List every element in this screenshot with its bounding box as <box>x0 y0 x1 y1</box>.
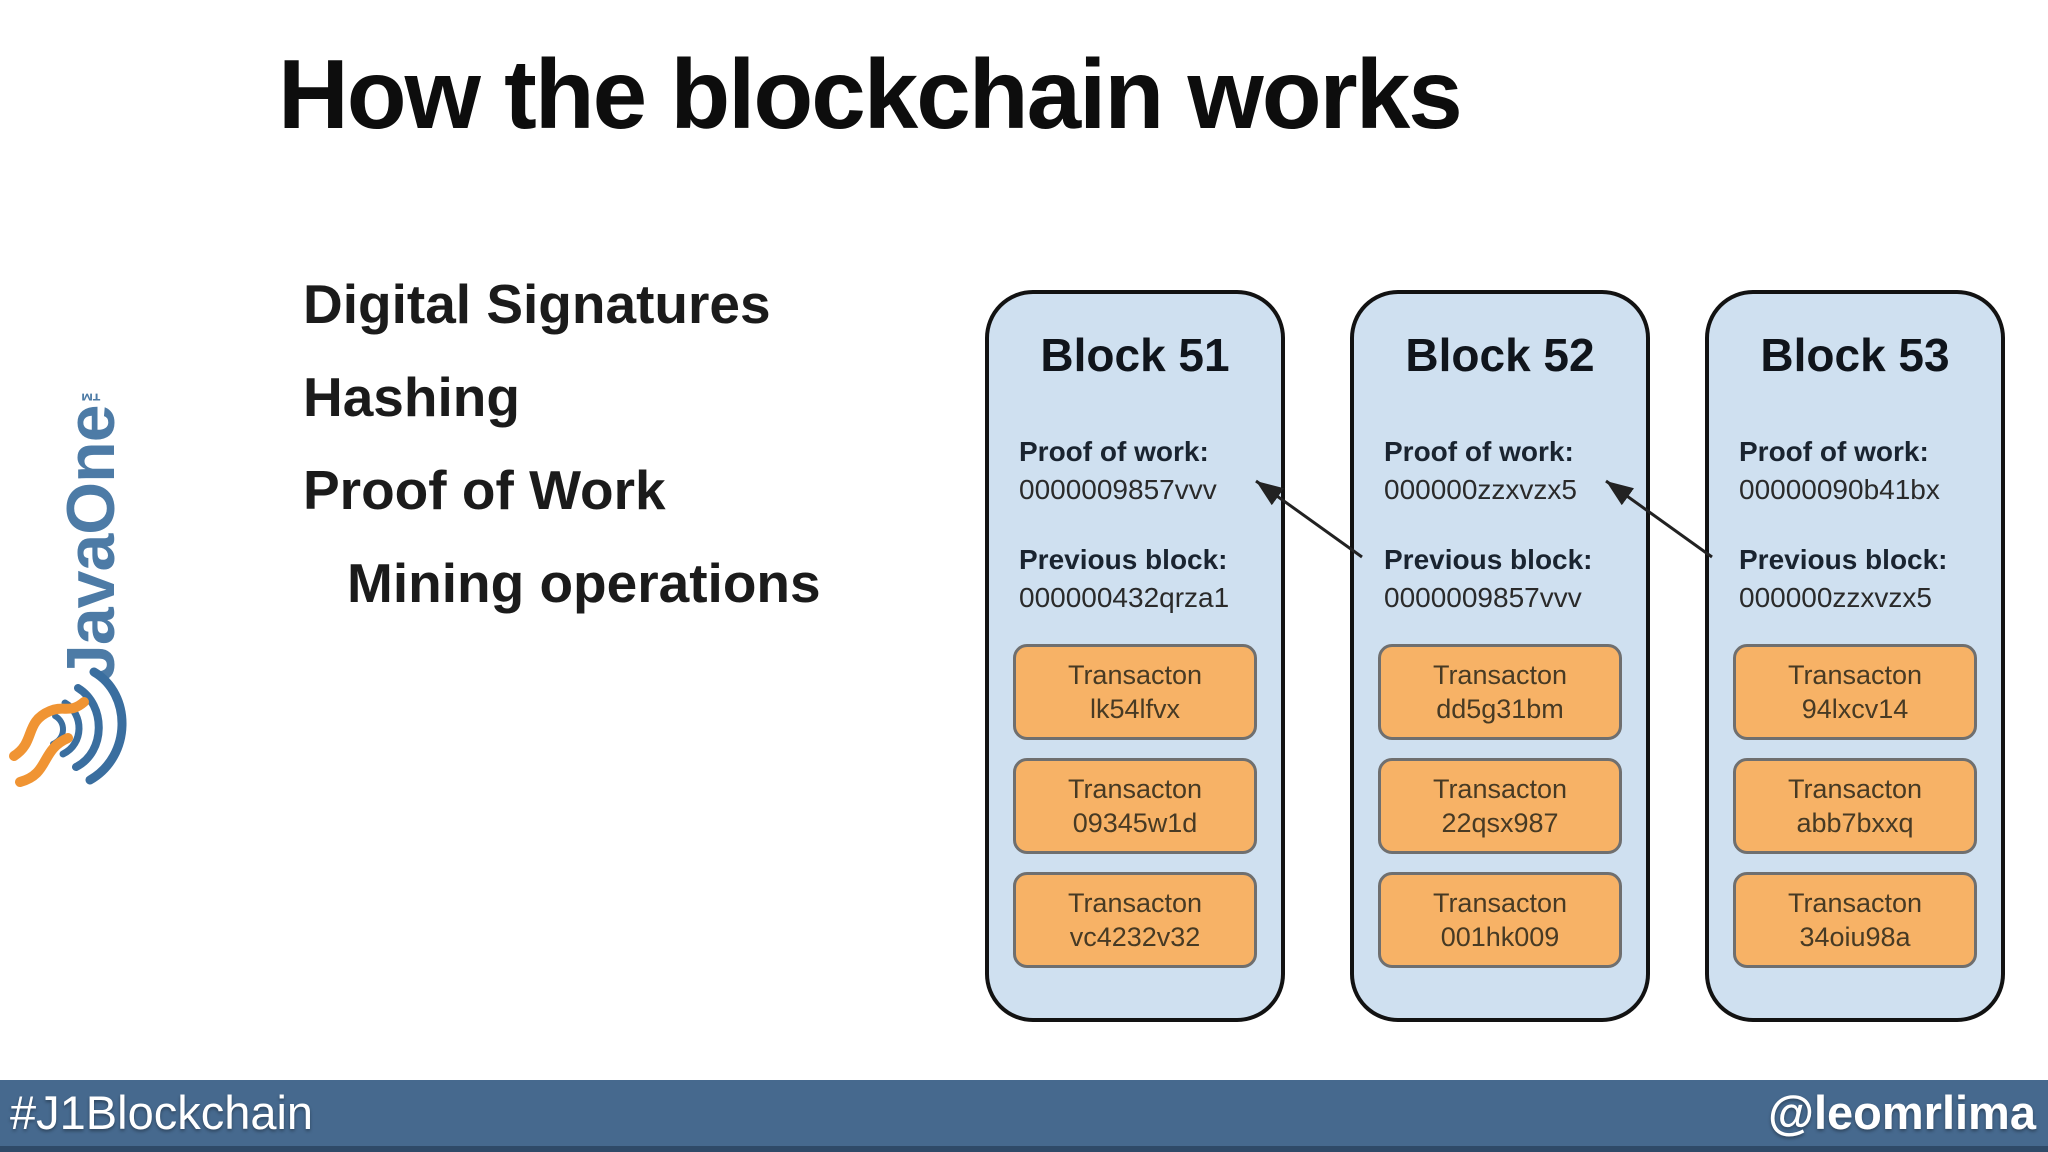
transaction-card: Transacton lk54lfvx <box>1013 644 1257 740</box>
transaction-label: Transacton <box>1067 660 1203 690</box>
trademark-symbol: ™ <box>78 381 103 406</box>
transaction-id: 34oiu98a <box>1799 922 1911 952</box>
proof-of-work-value: 00000090b41bx <box>1739 474 1940 505</box>
bullet-list: Digital Signatures Hashing Proof of Work… <box>303 258 821 630</box>
transaction-card: Transacton abb7bxxq <box>1733 758 1977 854</box>
transaction-card: Transacton 94lxcv14 <box>1733 644 1977 740</box>
block-title: Block 52 <box>1405 329 1595 381</box>
transaction-list: Transacton 94lxcv14 Transacton abb7bxxq … <box>1733 644 1977 968</box>
footer-twitter-handle: @leomrlima <box>1768 1086 2036 1139</box>
transaction-card: Transacton 09345w1d <box>1013 758 1257 854</box>
previous-block-value: 000000zzxvzx5 <box>1739 582 1933 613</box>
transaction-label: Transacton <box>1787 774 1923 804</box>
transaction-id: 09345w1d <box>1072 808 1198 838</box>
proof-of-work-label: Proof of work: <box>1384 436 1574 467</box>
block-card-51: Block 51 Proof of work: 0000009857vvv Pr… <box>985 290 1285 1022</box>
transaction-card: Transacton vc4232v32 <box>1013 872 1257 968</box>
previous-block-value: 000000432qrza1 <box>1019 582 1230 613</box>
bullet-proof-of-work: Proof of Work <box>303 459 666 521</box>
transaction-label: Transacton <box>1067 888 1203 918</box>
transaction-label: Transacton <box>1432 774 1568 804</box>
proof-of-work-label: Proof of work: <box>1019 436 1209 467</box>
transaction-label: Transacton <box>1432 660 1568 690</box>
block-card-53: Block 53 Proof of work: 00000090b41bx Pr… <box>1705 290 2005 1022</box>
proof-of-work-label: Proof of work: <box>1739 436 1929 467</box>
javaone-logo-text: JavaOne™ <box>52 352 130 682</box>
transaction-card: Transacton 22qsx987 <box>1378 758 1622 854</box>
block-card-52: Block 52 Proof of work: 000000zzxvzx5 Pr… <box>1350 290 1650 1022</box>
transaction-id: abb7bxxq <box>1796 808 1914 838</box>
footer-bar: #J1Blockchain @leomrlima <box>0 1080 2048 1152</box>
bullet-digital-signatures: Digital Signatures <box>303 273 771 335</box>
bullet-mining-operations: Mining operations <box>347 552 821 614</box>
transaction-id: vc4232v32 <box>1069 922 1201 952</box>
transaction-id: 22qsx987 <box>1441 808 1559 838</box>
transaction-card: Transacton dd5g31bm <box>1378 644 1622 740</box>
transaction-id: dd5g31bm <box>1436 694 1564 724</box>
transaction-list: Transacton dd5g31bm Transacton 22qsx987 … <box>1378 644 1622 968</box>
transaction-label: Transacton <box>1432 888 1568 918</box>
transaction-id: lk54lfvx <box>1089 694 1181 724</box>
transaction-label: Transacton <box>1067 774 1203 804</box>
java-cup-icon <box>9 667 127 787</box>
transaction-list: Transacton lk54lfvx Transacton 09345w1d … <box>1013 644 1257 968</box>
transaction-card: Transacton 001hk009 <box>1378 872 1622 968</box>
footer-hashtag: #J1Blockchain <box>10 1086 314 1139</box>
transaction-card: Transacton 34oiu98a <box>1733 872 1977 968</box>
transaction-label: Transacton <box>1787 888 1923 918</box>
bullet-hashing: Hashing <box>303 366 520 428</box>
proof-of-work-value: 0000009857vvv <box>1019 474 1217 505</box>
transaction-id: 94lxcv14 <box>1801 694 1909 724</box>
previous-block-value: 0000009857vvv <box>1384 582 1582 613</box>
previous-block-label: Previous block: <box>1384 544 1593 575</box>
proof-of-work-value: 000000zzxvzx5 <box>1384 474 1578 505</box>
javaone-brand: JavaOne <box>53 405 129 682</box>
transaction-id: 001hk009 <box>1440 922 1560 952</box>
previous-block-label: Previous block: <box>1739 544 1948 575</box>
page-title: How the blockchain works <box>278 39 1463 149</box>
block-title: Block 51 <box>1040 329 1230 381</box>
block-title: Block 53 <box>1760 329 1950 381</box>
transaction-label: Transacton <box>1787 660 1923 690</box>
previous-block-label: Previous block: <box>1019 544 1228 575</box>
